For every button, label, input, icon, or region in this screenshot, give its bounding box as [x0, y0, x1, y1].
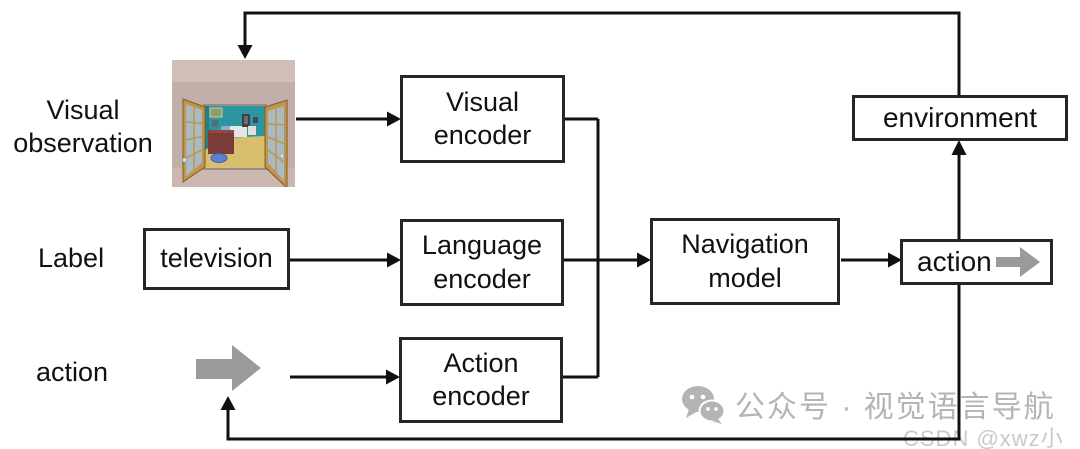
television-box: television: [143, 228, 290, 290]
action-output-arrow-icon: [996, 247, 1040, 277]
arrowhead-right-icon: [387, 111, 401, 127]
action-output-box: action: [900, 239, 1053, 285]
environment-label: environment: [882, 101, 1038, 133]
visual-encoder-box: Visual encoder: [400, 75, 565, 163]
label-label: Label: [38, 243, 105, 273]
room-scene-icon: [172, 60, 295, 190]
arrowhead-up-icon: [220, 396, 236, 410]
arrowhead-right-icon: [637, 252, 651, 268]
arrowhead-down-icon: [237, 45, 253, 59]
action-encoder-box: Action encoder: [399, 337, 563, 423]
action-encoder-label: Action encoder: [432, 347, 530, 411]
watermark-csdn-text: CSDN @xwz小王子: [903, 426, 1064, 449]
watermark-wechat-text: 公众号 · 视觉语言导航: [735, 391, 1056, 424]
edge-action-feedback: [226, 285, 961, 441]
edge-encoders-to-navigation: [563, 117, 638, 379]
navigation-model-label: Navigation model: [681, 229, 809, 293]
action-label: action: [36, 357, 109, 387]
television-box-label: television: [160, 243, 273, 274]
edge-environment-to-observation: [243, 11, 961, 95]
watermark-wechat: 公众号 · 视觉语言导航: [681, 382, 1056, 426]
arrowhead-right-icon: [387, 252, 401, 268]
language-encoder-box: Language encoder: [400, 219, 564, 306]
action-input-arrow-icon: [196, 345, 261, 391]
visual-encoder-label: Visual encoder: [433, 86, 532, 150]
arrowhead-right-icon: [888, 252, 902, 268]
arrowhead-right-icon: [386, 369, 400, 385]
visual-observation-label: Visual observation: [13, 95, 153, 158]
wechat-icon: [682, 386, 725, 424]
navigation-model-box: Navigation model: [650, 218, 840, 305]
environment-box: environment: [852, 95, 1068, 141]
watermark-csdn: CSDN @xwz小王子: [903, 421, 1080, 449]
language-encoder-label: Language encoder: [421, 230, 543, 294]
visual-observation-image: [172, 60, 295, 190]
arrowhead-up-icon: [951, 140, 967, 155]
action-output-label: action: [917, 245, 992, 277]
